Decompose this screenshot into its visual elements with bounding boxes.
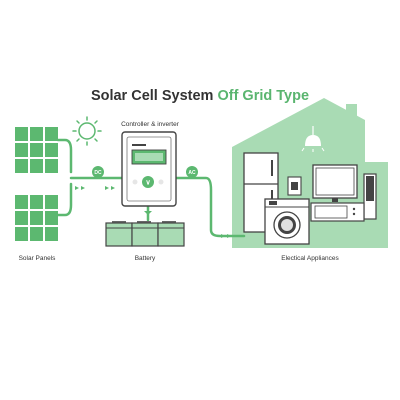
battery-label: Battery — [134, 255, 156, 262]
controller-label: Controller & inverter — [121, 121, 179, 128]
ac-label: AC — [188, 170, 196, 176]
battery-icon — [105, 221, 185, 247]
sun-icon — [72, 116, 102, 146]
flow-arrows — [75, 186, 231, 238]
dc-connector: DC — [92, 166, 104, 178]
ac-connector: AC — [186, 166, 198, 178]
television-icon — [312, 164, 358, 202]
microwave-icon — [310, 202, 365, 222]
solar-panels-label: Solar Panels — [18, 255, 56, 262]
diagram-title: Solar Cell System Off Grid Type — [0, 88, 400, 104]
controller-inverter-icon: ∨ — [121, 131, 177, 207]
appliances-label: Electical Appliances — [281, 255, 339, 262]
fan-heater-icon — [363, 173, 377, 220]
ceiling-lamp-icon — [301, 126, 325, 152]
speaker-icon — [287, 176, 302, 196]
washing-machine-icon — [264, 198, 310, 245]
dc-label: DC — [94, 170, 102, 176]
solar-panel-icon — [15, 127, 58, 241]
title-highlight: Off Grid Type — [217, 88, 310, 104]
title-main: Solar Cell System — [90, 88, 214, 104]
svg-text:∨: ∨ — [145, 180, 150, 187]
wiring — [56, 138, 246, 238]
